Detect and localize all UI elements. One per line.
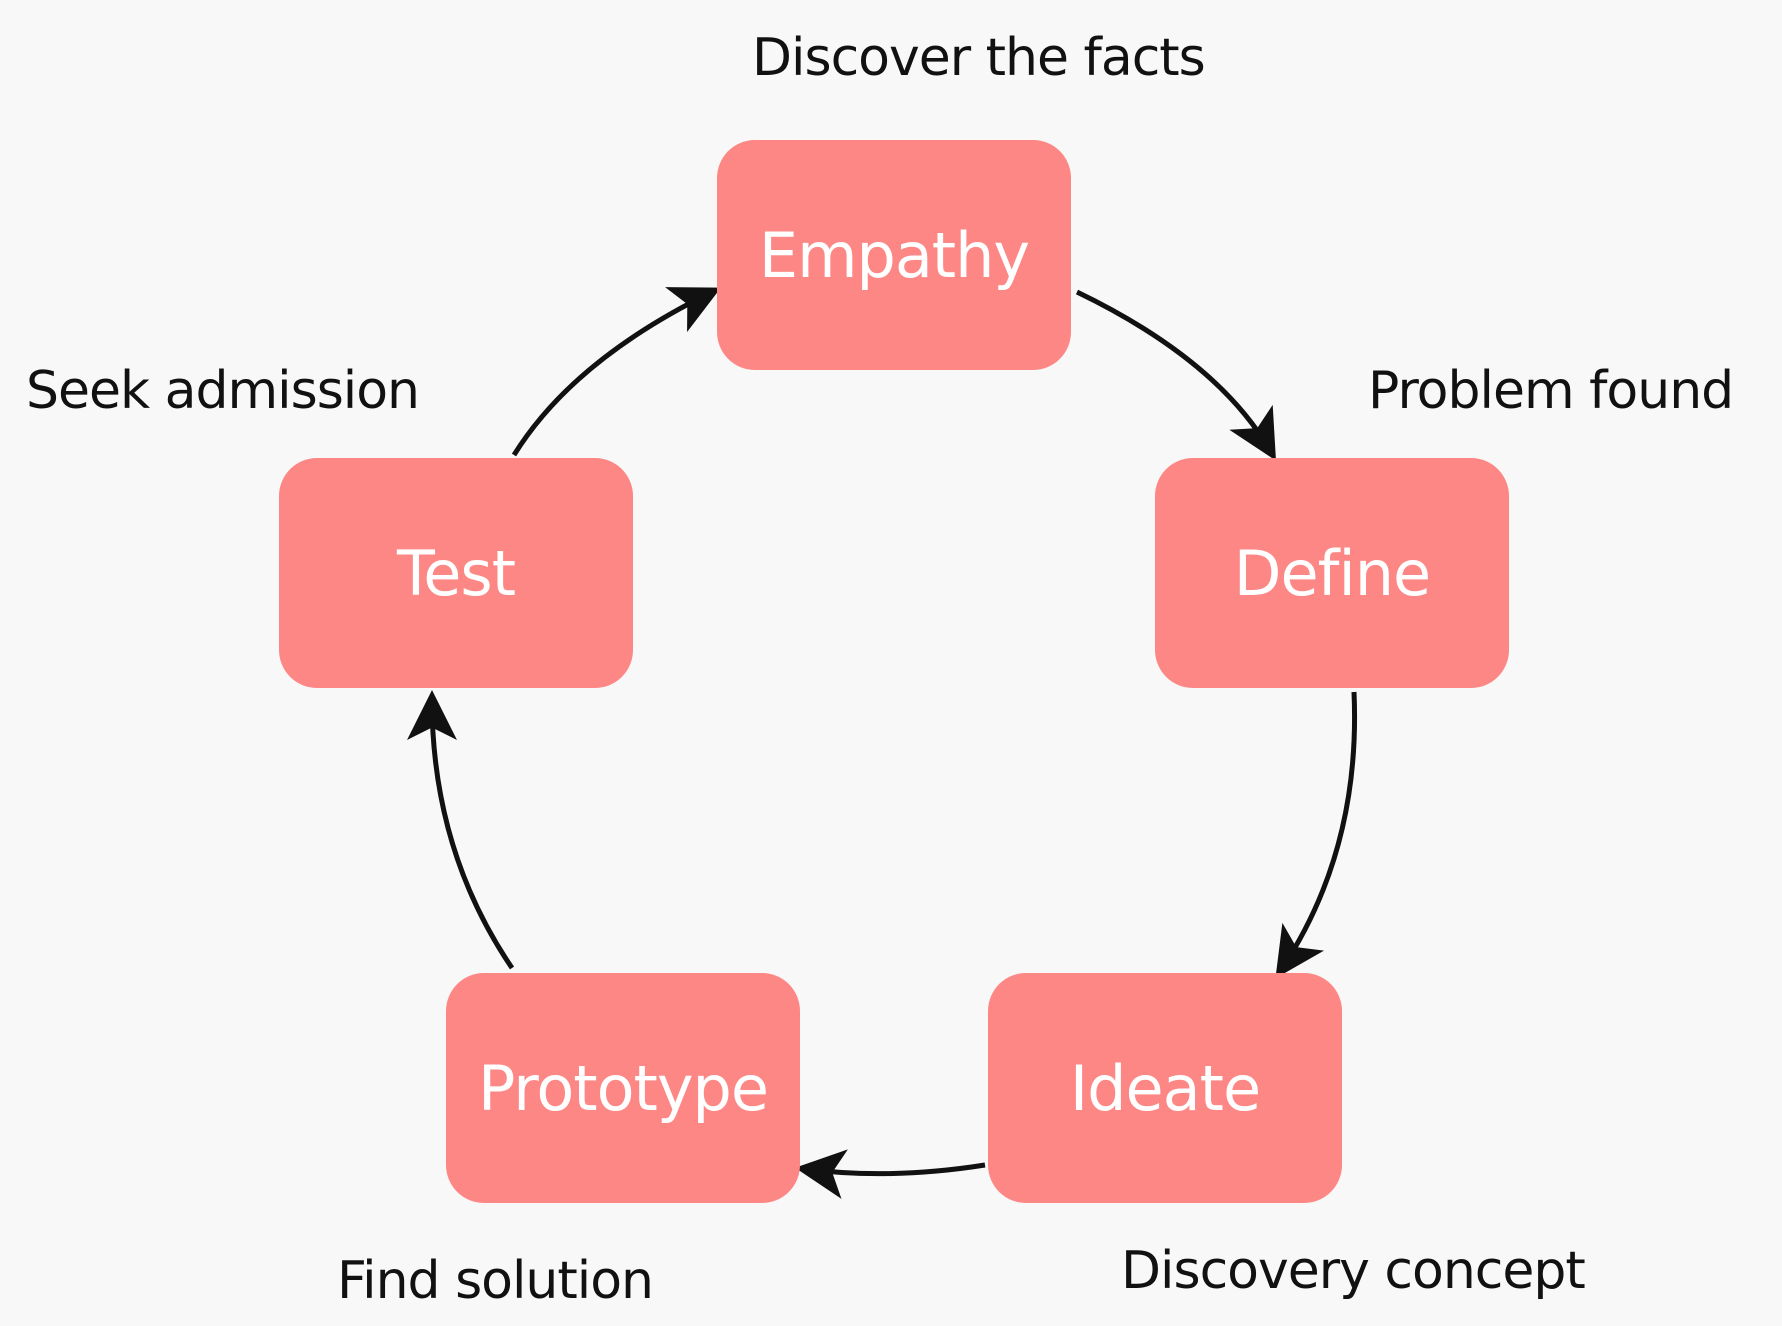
caption-empathy: Discover the facts [752,28,1206,88]
stage-test-box: Test [279,458,633,688]
stage-define-label: Define [1233,536,1431,610]
stage-empathy-label: Empathy [758,218,1030,292]
stage-prototype-label: Prototype [477,1051,769,1125]
stage-define-box: Define [1155,458,1509,688]
stage-test-label: Test [396,536,516,610]
stage-prototype-box: Prototype [446,973,800,1203]
arrow-define-to-ideate [1275,691,1358,979]
stage-empathy-box: Empathy [717,140,1071,370]
arrow-ideate-to-prototype [795,1149,986,1199]
arrow-empathy-to-define [1075,289,1276,461]
arrow-prototype-to-test [407,690,515,970]
caption-test: Seek admission [26,361,420,421]
stage-ideate-box: Ideate [988,973,1342,1203]
caption-ideate: Discovery concept [1121,1241,1586,1301]
stage-ideate-label: Ideate [1069,1051,1261,1125]
arrow-test-to-empathy [511,287,721,457]
caption-prototype: Find solution [337,1251,654,1311]
caption-define: Problem found [1368,361,1734,421]
